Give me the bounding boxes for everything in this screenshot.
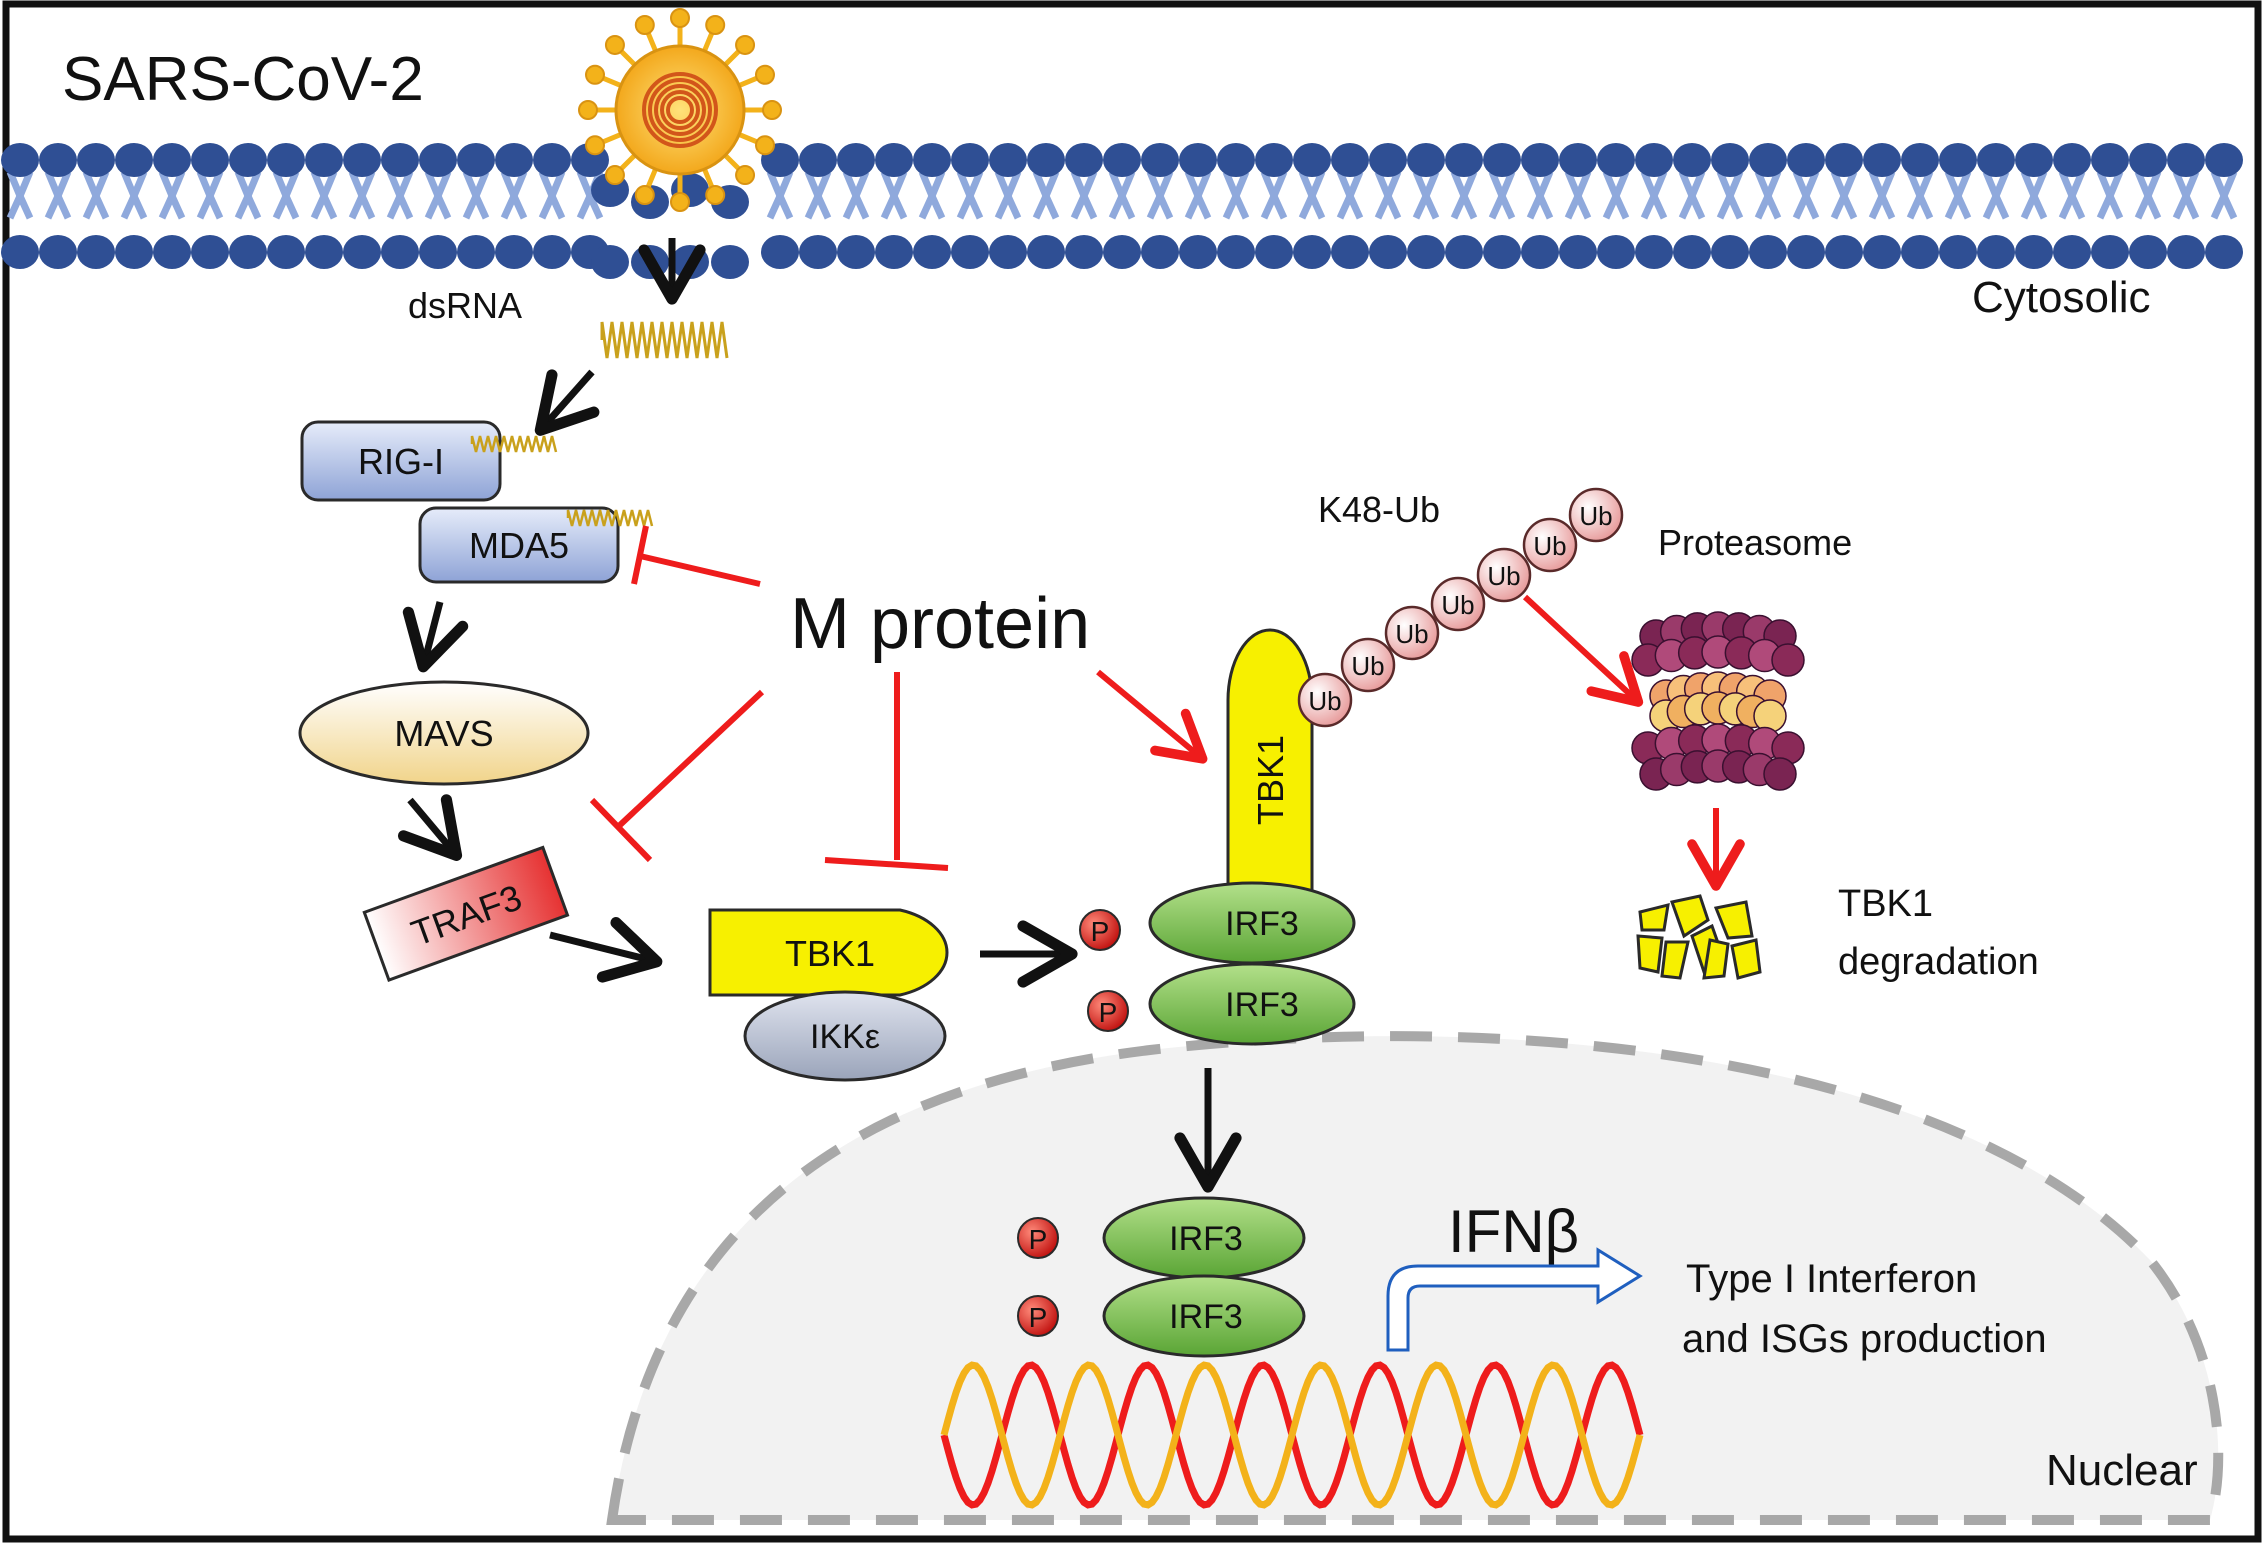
tbk1-ikke-complex-tbk1 [708, 908, 949, 997]
arrow-traf3-to-tbk1 [549, 917, 663, 983]
irf3-top-label: IRF3 [1225, 905, 1299, 943]
dna-helix-icon [940, 1361, 1644, 1509]
ub-label: Ub [1533, 531, 1566, 561]
virus-label: SARS-CoV-2 [62, 45, 424, 114]
phospho-bottom-label: P [1099, 997, 1118, 1028]
ifn-transcription-arrow-icon [1386, 1247, 1643, 1352]
ub-label: Ub [1351, 651, 1384, 681]
traf3-box [362, 845, 570, 982]
ub-label: Ub [1395, 619, 1428, 649]
rig-i-label: RIG-I [358, 441, 444, 482]
proteasome-icon [1631, 611, 1805, 791]
virus-icon [578, 8, 782, 212]
output-line1: Type I Interferon [1686, 1257, 1977, 1301]
tbk1-bound-label: TBK1 [1250, 735, 1291, 825]
mavs-ellipse [298, 680, 590, 786]
degradation-line1: TBK1 [1838, 883, 1933, 925]
phospho-top-label: P [1091, 916, 1110, 947]
degradation-line2: degradation [1838, 941, 2039, 983]
nuclear-irf3-bottom [1102, 1274, 1306, 1358]
irf3-bottom-label: IRF3 [1225, 986, 1299, 1024]
nuclear-irf3-bottom-label: IRF3 [1169, 1298, 1243, 1336]
nuclear-phospho-top-label: P [1029, 1224, 1048, 1255]
ub-label: Ub [1579, 501, 1612, 531]
phospho-bottom [1087, 990, 1129, 1032]
k48-ub-label: K48-Ub [1318, 489, 1440, 530]
arrow-mda5-to-mavs [402, 601, 469, 673]
mda5-box [418, 506, 620, 584]
dsrna-icon [600, 321, 729, 359]
nuclear-irf3-top-label: IRF3 [1169, 1220, 1243, 1258]
output-line2: and ISGs production [1682, 1317, 2047, 1361]
arrow-mprotein-to-tbk1 [1096, 669, 1208, 764]
m-protein-label: M protein [790, 584, 1090, 664]
ikke-ellipse [743, 990, 947, 1082]
mavs-label: MAVS [394, 713, 493, 754]
arrow-ub-to-proteasome [1522, 594, 1644, 707]
ub-label: Ub [1487, 561, 1520, 591]
ub-label: Ub [1441, 590, 1474, 620]
nuclear-phospho-bottom-label: P [1029, 1302, 1048, 1333]
cell-membrane [1, 143, 2254, 279]
nuclear-phospho-top [1017, 1217, 1059, 1259]
tbk1-fragments-icon [1636, 894, 1762, 980]
mda5-label: MDA5 [469, 525, 569, 566]
dsrna-label: dsRNA [408, 285, 522, 326]
inhibit-tbk1-complex [824, 672, 949, 871]
ifnb-label: IFNβ [1448, 1198, 1579, 1265]
tbk1-complex-label: TBK1 [785, 933, 875, 974]
ikke-label: IKKε [810, 1018, 880, 1056]
phospho-top [1079, 909, 1121, 951]
proteasome-label: Proteasome [1658, 522, 1852, 563]
nuclear-phospho-bottom [1017, 1295, 1059, 1337]
inhibit-traf3 [589, 689, 765, 863]
cytosolic-label: Cytosolic [1972, 273, 2151, 322]
ub-label: Ub [1308, 686, 1341, 716]
arrow-dsrna-to-rigi [534, 369, 600, 436]
rig-i-box [300, 420, 502, 502]
nuclear-label: Nuclear [2046, 1446, 2198, 1495]
rig-i-rna-icon [470, 435, 558, 453]
inhibit-mda5 [631, 525, 761, 587]
arrow-mavs-to-traf3 [397, 794, 463, 861]
irf3-bottom [1148, 962, 1356, 1046]
mda5-rna-icon [566, 509, 654, 527]
